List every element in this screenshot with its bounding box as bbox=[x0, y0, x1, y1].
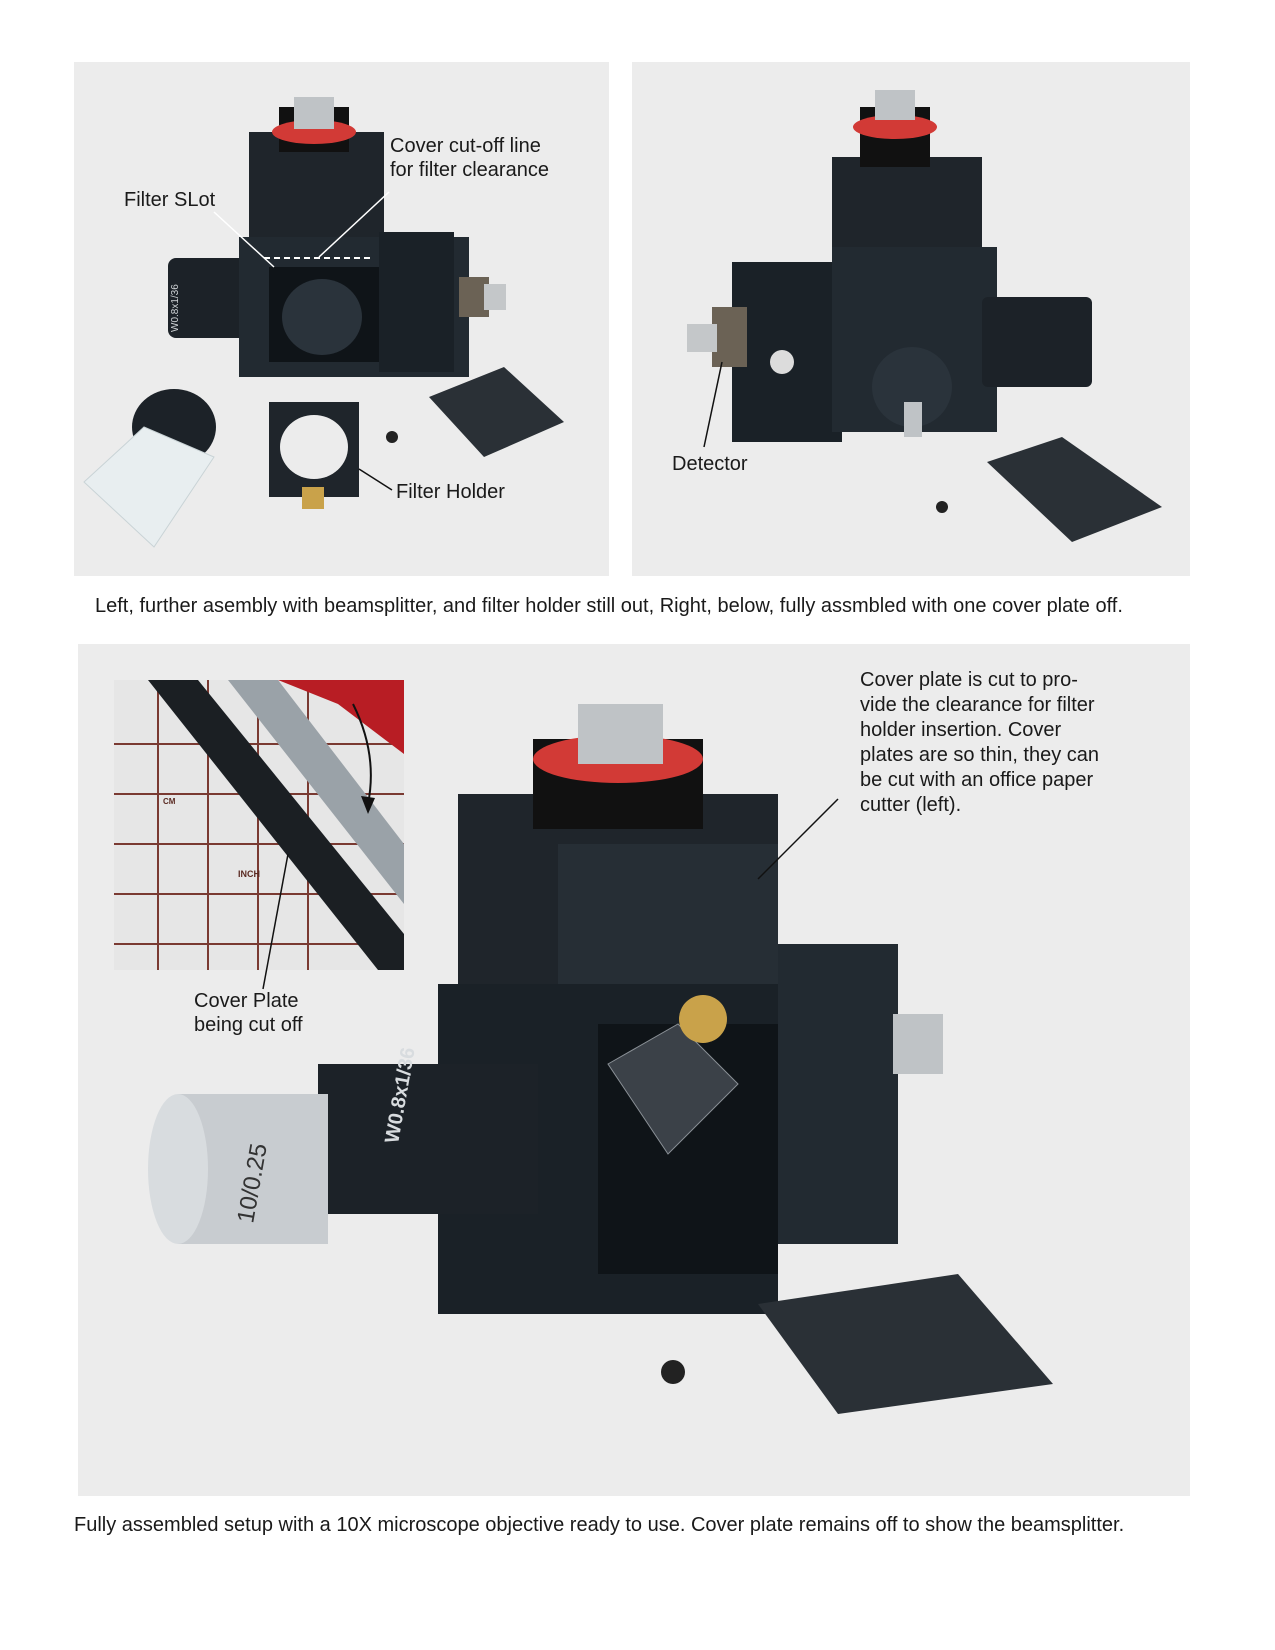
description-line-4: plates are so thin, they can bbox=[860, 744, 1100, 766]
assembled-illustration bbox=[687, 90, 1162, 542]
label-filter-holder: Filter Holder bbox=[396, 481, 505, 503]
ruler-inch-label: INCH bbox=[238, 869, 260, 879]
label-cover-plate-line1: Cover Plate bbox=[194, 990, 299, 1012]
full-setup-illustration: INCH CM W0.8x1/36 10/0.25 bbox=[114, 680, 1053, 1414]
label-detector: Detector bbox=[672, 453, 748, 475]
photo-filter-slot-assembly: W0.8x1/36 Cover cut-off line for filter … bbox=[74, 62, 609, 576]
description-line-3: holder insertion. Cover bbox=[860, 719, 1062, 741]
ruler-cm-label: CM bbox=[163, 797, 176, 806]
photo-full-setup: INCH CM W0.8x1/36 10/0.25 Cover pl bbox=[78, 644, 1190, 1496]
description-line-6: cutter (left). bbox=[860, 794, 962, 816]
description-line-5: be cut with an office paper bbox=[860, 769, 1094, 791]
caption-top: Left, further asembly with beamsplitter,… bbox=[95, 595, 1123, 617]
photo-assembled-cover-off: Detector bbox=[632, 62, 1190, 576]
assembly-illustration: W0.8x1/36 bbox=[83, 97, 564, 548]
description-line-1: Cover plate is cut to pro- bbox=[860, 669, 1078, 691]
label-cover-cutoff-line1: Cover cut-off line bbox=[390, 135, 541, 157]
caption-bottom: Fully assembled setup with a 10X microsc… bbox=[74, 1514, 1125, 1536]
description-line-2: vide the clearance for filter bbox=[860, 694, 1095, 716]
inset-paper-cutter: INCH CM bbox=[114, 680, 404, 990]
label-filter-slot: Filter SLot bbox=[124, 189, 216, 211]
label-cover-plate-line2: being cut off bbox=[194, 1014, 303, 1036]
label-cover-cutoff-line2: for filter clearance bbox=[390, 159, 549, 181]
objective-marking: W0.8x1/36 bbox=[170, 284, 181, 332]
cover-plate-description: Cover plate is cut to pro- vide the clea… bbox=[860, 668, 1102, 818]
